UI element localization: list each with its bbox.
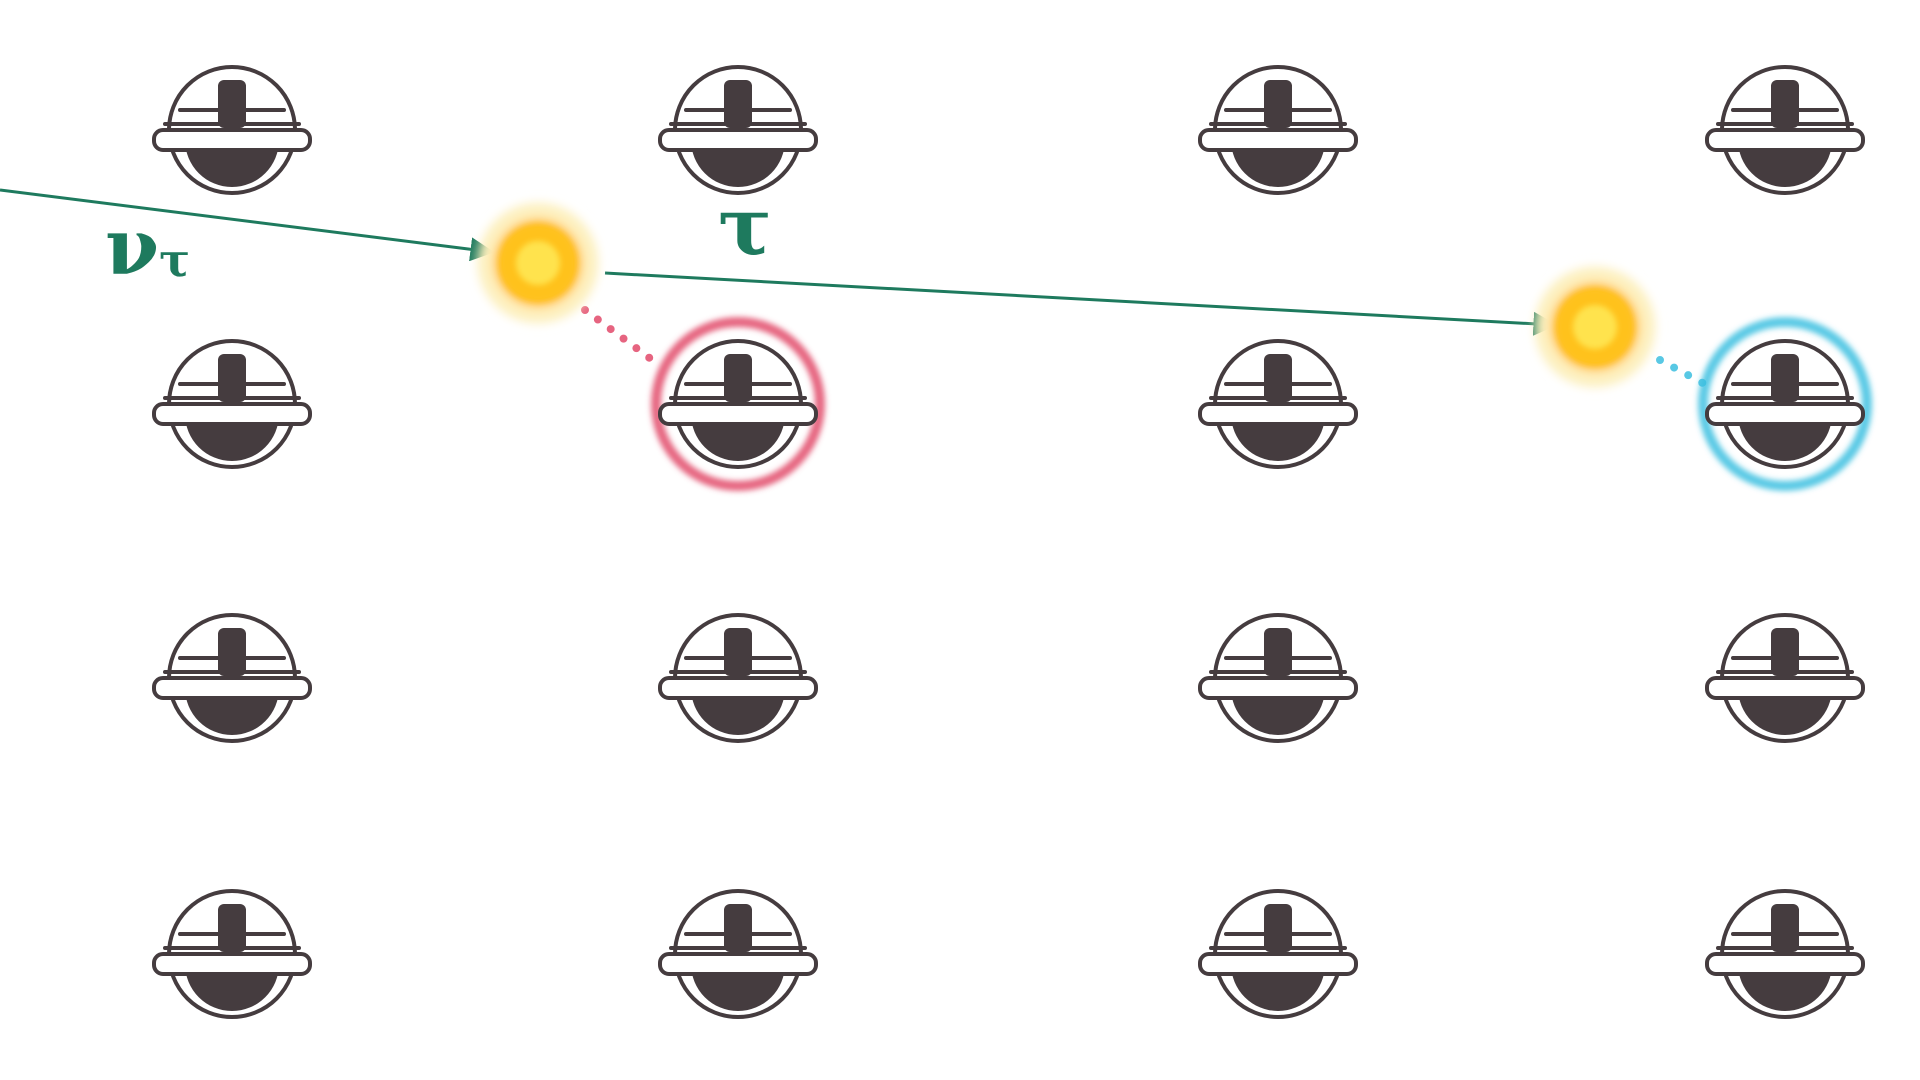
incoming-neutrino-track <box>0 188 495 262</box>
optical-module-icon <box>1198 889 1358 1019</box>
optical-module-icon <box>1705 613 1865 743</box>
first-interaction-vertex <box>474 199 602 327</box>
detector-grid <box>152 65 1865 1019</box>
optical-module-icon <box>1705 889 1865 1019</box>
red-hit-highlight-ring <box>651 317 825 491</box>
tracks <box>0 188 1558 336</box>
nu-symbol: ν <box>105 202 159 293</box>
vertices <box>474 199 1659 391</box>
red-light-connector <box>581 306 659 366</box>
optical-module-icon <box>658 339 818 469</box>
optical-module-icon <box>1198 65 1358 195</box>
optical-module-icon <box>1198 339 1358 469</box>
optical-module-icon <box>658 889 818 1019</box>
tau-decay-vertex <box>1531 263 1659 391</box>
blue-light-connector <box>1656 356 1716 392</box>
nu-subscript: τ <box>159 233 190 287</box>
optical-module-icon <box>152 613 312 743</box>
optical-module-icon <box>1705 65 1865 195</box>
particle-labels: ντ τ <box>105 179 772 293</box>
tau-label: τ <box>718 179 772 273</box>
optical-module-icon <box>658 613 818 743</box>
blue-hit-highlight-ring <box>1698 317 1872 491</box>
optical-module-icon <box>658 65 818 195</box>
optical-module-icon <box>1198 613 1358 743</box>
optical-module-icon <box>152 65 312 195</box>
tau-track <box>604 271 1558 336</box>
optical-module-icon <box>1705 339 1865 469</box>
optical-module-icon <box>152 339 312 469</box>
incoming-particle-label: ντ <box>105 202 190 293</box>
highlight-layer <box>581 306 1872 491</box>
optical-module-icon <box>152 889 312 1019</box>
